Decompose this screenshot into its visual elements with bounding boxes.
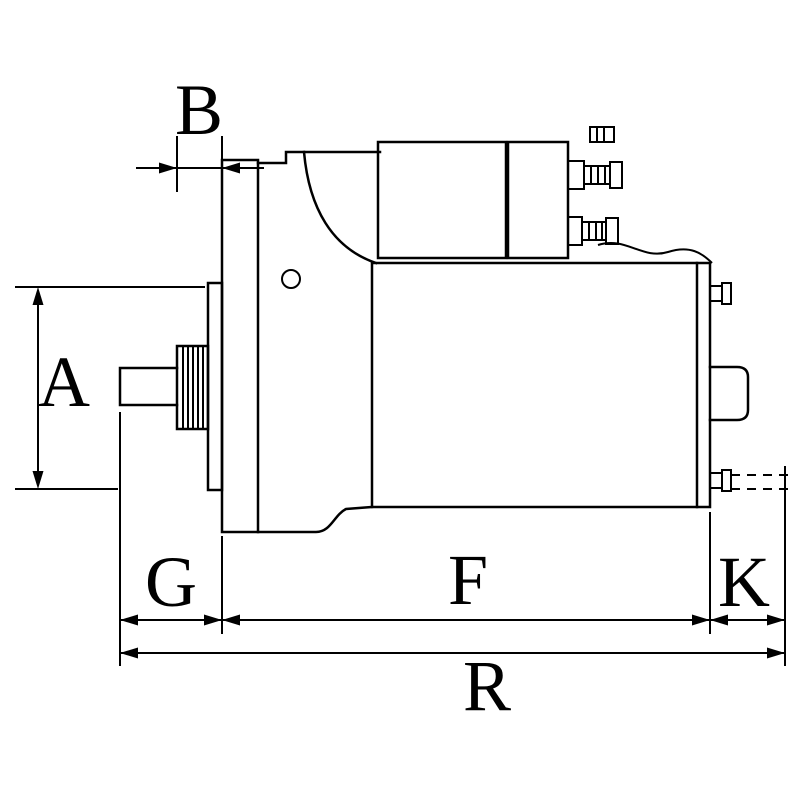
arrow-left <box>222 614 240 626</box>
mounting-flange <box>220 158 260 534</box>
yoke-bottom-edge <box>256 505 374 534</box>
arrow-left <box>710 614 728 626</box>
arrow-right <box>767 647 785 659</box>
rear-shaft-boss <box>708 365 750 422</box>
dimension-chain-g-f-k: G F K <box>119 412 786 666</box>
inspection-hole <box>281 269 301 289</box>
arrow-right <box>767 614 785 626</box>
housing-top-edge <box>256 150 382 165</box>
pinion-teeth <box>182 346 204 429</box>
arrow-down <box>32 471 44 489</box>
dimension-a-label: A <box>38 342 90 422</box>
dimension-a: A <box>15 286 205 490</box>
terminal-bolt-lower <box>567 216 619 246</box>
dimension-k-label: K <box>718 542 770 622</box>
solenoid-rear-section <box>506 140 570 260</box>
rear-bolt-upper <box>709 282 732 305</box>
dimension-f-label: F <box>448 540 488 620</box>
dimension-r-label: R <box>463 646 511 726</box>
arrow-left <box>120 647 138 659</box>
front-shaft <box>118 366 179 407</box>
top-stud <box>589 126 615 143</box>
rear-bolt-lower <box>709 469 732 492</box>
arrow-up <box>32 287 44 305</box>
arrow-right <box>159 162 177 174</box>
solenoid-front-section <box>376 140 508 260</box>
arrow-right <box>204 614 222 626</box>
hidden-bolt-dashes <box>731 474 788 490</box>
pilot-collar <box>206 281 224 492</box>
dimension-r: R <box>120 646 785 726</box>
dimension-b-label: B <box>175 70 223 150</box>
arrow-left <box>222 162 240 174</box>
housing-curve <box>302 150 378 265</box>
arrow-right <box>692 614 710 626</box>
motor-body <box>370 261 712 509</box>
terminal-bolt-upper <box>567 160 623 190</box>
arrow-left <box>120 614 138 626</box>
cable-curve <box>597 242 713 264</box>
starter-motor-drawing <box>118 126 788 534</box>
dimension-g-label: G <box>145 542 197 622</box>
dimension-b: B <box>136 70 264 192</box>
